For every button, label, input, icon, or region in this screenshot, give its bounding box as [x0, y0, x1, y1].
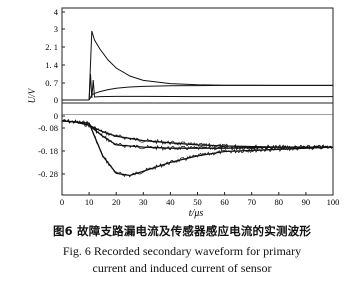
x-tick-label: 90 [302, 197, 311, 207]
bottom-trace-3-noise [61, 118, 333, 150]
waveform-curves [61, 30, 334, 178]
bottom-panel-y-ticks: 0 -0. 08 -0. 18 -0. 28 [38, 111, 65, 179]
top-y-tick-label: 1. 4 [45, 60, 59, 70]
x-tick-label: 80 [275, 197, 284, 207]
x-tick-label: 100 [327, 197, 340, 207]
top-trace-3 [88, 73, 333, 101]
top-trace-1 [88, 30, 333, 101]
waveform-figure: 4 3 2. 1 1. 4 0. 7 0 0 -0. 08 -0. 18 -0. 28 0 10 2… [27, 7, 340, 219]
plot-border [61, 7, 334, 196]
plot-frame [61, 7, 334, 196]
x-tick-label: 0 [60, 197, 64, 207]
y-axis-label: U/V [27, 87, 37, 103]
x-axis-ticks: 0 10 20 30 40 50 60 70 80 90 100 [60, 192, 340, 207]
figure-caption-english-line1: Fig. 6 Recorded secondary waveform for p… [62, 244, 302, 258]
x-tick-label: 50 [193, 197, 202, 207]
bottom-trace-1 [61, 120, 334, 177]
bottom-y-tick-label: -0. 28 [38, 169, 58, 179]
x-tick-label: 30 [139, 197, 148, 207]
top-y-tick-label: 4 [54, 7, 59, 17]
top-trace-2 [88, 84, 333, 101]
top-y-tick-label: 0. 7 [45, 78, 58, 88]
x-axis-label: t/μs [189, 208, 204, 219]
top-panel-y-ticks: 4 3 2. 1 1. 4 0. 7 0 [45, 7, 65, 105]
top-y-tick-label: 0 [54, 95, 58, 105]
x-tick-label: 70 [247, 197, 256, 207]
top-y-tick-label: 2. 1 [45, 42, 58, 52]
x-tick-label: 40 [166, 197, 175, 207]
x-tick-label: 20 [112, 197, 121, 207]
x-tick-label: 10 [85, 197, 94, 207]
x-tick-label: 60 [220, 197, 229, 207]
bottom-y-tick-label: -0. 08 [38, 123, 58, 133]
top-y-tick-label: 3 [54, 24, 58, 34]
figure-caption-chinese: 图6 故障支路漏电流及传感器感应电流的实测波形 [52, 224, 312, 238]
bottom-y-tick-label: 0 [54, 111, 58, 121]
bottom-y-tick-label: -0. 18 [38, 146, 58, 156]
bottom-trace-3 [61, 120, 333, 148]
figure-caption-english-line2: current and induced current of sensor [92, 261, 272, 275]
